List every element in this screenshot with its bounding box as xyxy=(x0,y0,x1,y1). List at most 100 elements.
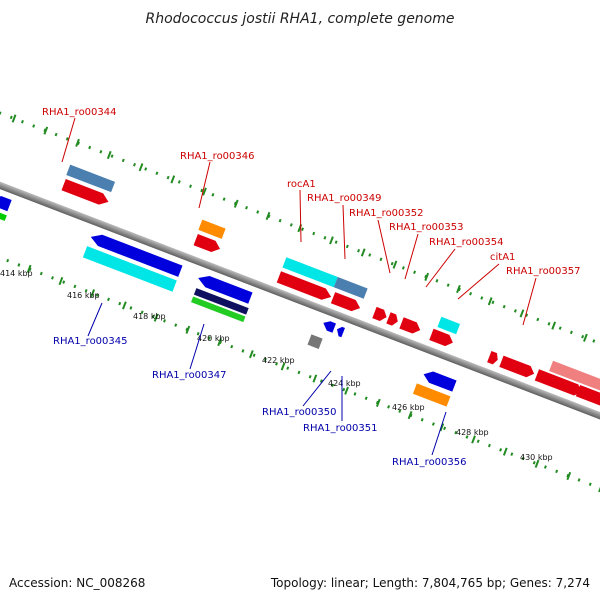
label-rha1-ro00344[interactable]: RHA1_ro00344 xyxy=(42,107,117,118)
upper-tick xyxy=(106,150,112,160)
feature-ro00353-gene[interactable] xyxy=(386,312,400,327)
feature-ro00347-gene[interactable] xyxy=(196,272,253,304)
accession-text: Accession: NC_008268 xyxy=(9,576,146,590)
upper-tick xyxy=(329,236,334,245)
lower-tick xyxy=(122,301,127,310)
upper-tick xyxy=(456,284,461,294)
label-rha1-ro00354[interactable]: RHA1_ro00354 xyxy=(429,237,504,248)
lower-tick xyxy=(534,459,540,468)
label-rha1-ro00347[interactable]: RHA1_ro00347 xyxy=(152,370,227,381)
lower-tick xyxy=(90,289,96,298)
feature-edge-gene[interactable] xyxy=(575,385,600,412)
feature-ro00346-cog[interactable] xyxy=(198,219,226,239)
upper-tick xyxy=(170,175,176,184)
lower-tick xyxy=(566,471,572,481)
feature-ro00344-gene[interactable] xyxy=(61,179,110,207)
upper-tick xyxy=(11,114,17,123)
upper-tick xyxy=(202,187,207,196)
label-roca1[interactable]: rocA1 xyxy=(287,179,316,190)
feature-ro00349-cog[interactable] xyxy=(333,277,368,299)
lower-tick xyxy=(407,410,413,420)
lower-tick xyxy=(312,374,318,383)
feature-ro00356-cog[interactable] xyxy=(412,383,451,407)
lower-tick xyxy=(471,435,476,444)
feature-ro00345-cog[interactable] xyxy=(82,246,177,292)
label-rha1-ro00349[interactable]: RHA1_ro00349 xyxy=(307,193,382,204)
lower-tick xyxy=(280,362,286,371)
reverse-labels: RHA1_ro00345 RHA1_ro00347 RHA1_ro00350 R… xyxy=(53,336,467,468)
label-rha1-ro00352[interactable]: RHA1_ro00352 xyxy=(349,208,424,219)
feature-ro00347-cog-a[interactable] xyxy=(193,288,249,315)
feature-roca1-gene[interactable] xyxy=(276,271,334,302)
map-title: Rhodococcus jostii RHA1, complete genome xyxy=(145,11,454,27)
feature-cita1-cog[interactable] xyxy=(437,316,461,335)
label-rha1-ro00350[interactable]: RHA1_ro00350 xyxy=(262,407,337,418)
feature-roca1-cog[interactable] xyxy=(282,257,338,288)
tick-label-424: 424 kbp xyxy=(328,379,361,388)
label-rha1-ro00353[interactable]: RHA1_ro00353 xyxy=(389,222,464,233)
reverse-label-leaders xyxy=(87,302,447,456)
lower-tick xyxy=(344,386,349,395)
forward-labels: RHA1_ro00344 RHA1_ro00346 rocA1 RHA1_ro0… xyxy=(42,107,581,277)
feature-ro00349-gene[interactable] xyxy=(330,292,362,314)
label-rha1-ro00357[interactable]: RHA1_ro00357 xyxy=(506,266,581,277)
upper-tick xyxy=(265,211,271,221)
upper-tick xyxy=(43,126,49,135)
feature-ro00350-gene[interactable] xyxy=(321,319,336,333)
upper-dotted-guide xyxy=(0,85,600,390)
lower-tick xyxy=(185,325,191,334)
lower-tick xyxy=(58,276,64,286)
feature-ro00356-gene[interactable] xyxy=(421,369,457,392)
genome-track xyxy=(0,85,600,516)
tick-label-420: 420 kbp xyxy=(197,334,230,343)
forward-features xyxy=(61,164,600,412)
lower-tick xyxy=(502,447,508,456)
upper-tick xyxy=(583,333,588,342)
feature-ro00354-gene[interactable] xyxy=(399,317,422,335)
feature-ro00357-small-gene[interactable] xyxy=(487,350,500,365)
label-rha1-ro00351[interactable]: RHA1_ro00351 xyxy=(303,423,378,434)
lower-tick xyxy=(26,264,32,273)
label-rha1-ro00356[interactable]: RHA1_ro00356 xyxy=(392,457,467,468)
feature-left-edge-cog[interactable] xyxy=(0,207,7,221)
feature-next-gene[interactable] xyxy=(534,369,584,397)
label-rha1-ro00345[interactable]: RHA1_ro00345 xyxy=(53,336,128,347)
upper-tick xyxy=(487,297,493,306)
lower-tick xyxy=(375,398,381,407)
topology-text: Topology: linear; Length: 7,804,765 bp; … xyxy=(270,576,590,590)
upper-tick xyxy=(551,321,557,330)
feature-ro00347-cog-b[interactable] xyxy=(191,296,246,323)
feature-cita1-gene[interactable] xyxy=(429,328,455,348)
feature-ro00350-cog[interactable] xyxy=(307,334,323,349)
tick-label-422: 422 kbp xyxy=(262,356,295,365)
tick-label-414: 414 kbp xyxy=(0,269,33,278)
feature-ro00344-cog[interactable] xyxy=(66,164,116,193)
upper-tick xyxy=(424,272,430,281)
tick-labels: 414 kbp 416 kbp 418 kbp 420 kbp 422 kbp … xyxy=(0,269,553,462)
feature-ro00345-gene[interactable] xyxy=(89,231,183,277)
tick-label-428: 428 kbp xyxy=(456,428,489,437)
feature-ro00352-gene[interactable] xyxy=(372,306,388,323)
feature-left-edge-gene[interactable] xyxy=(0,193,12,212)
label-cita1[interactable]: citA1 xyxy=(490,252,515,263)
genome-backbone xyxy=(0,147,600,454)
upper-tick xyxy=(519,309,525,318)
tick-label-418: 418 kbp xyxy=(133,312,166,321)
lower-tick xyxy=(439,423,445,432)
upper-tick xyxy=(233,199,239,208)
reverse-features xyxy=(0,193,457,407)
forward-label-leaders xyxy=(61,117,537,326)
feature-ro00346-gene[interactable] xyxy=(193,234,223,255)
lower-tick xyxy=(153,313,159,322)
feature-ro00351-gene[interactable] xyxy=(335,325,345,338)
feature-ro00357-gene[interactable] xyxy=(499,355,536,380)
label-rha1-ro00346[interactable]: RHA1_ro00346 xyxy=(180,151,255,162)
tick-label-430: 430 kbp xyxy=(520,453,553,462)
upper-tick xyxy=(138,163,144,172)
upper-tick xyxy=(360,248,366,257)
feature-next-cog[interactable] xyxy=(549,360,600,393)
lower-ticks xyxy=(26,264,600,493)
tick-label-426: 426 kbp xyxy=(392,403,425,412)
